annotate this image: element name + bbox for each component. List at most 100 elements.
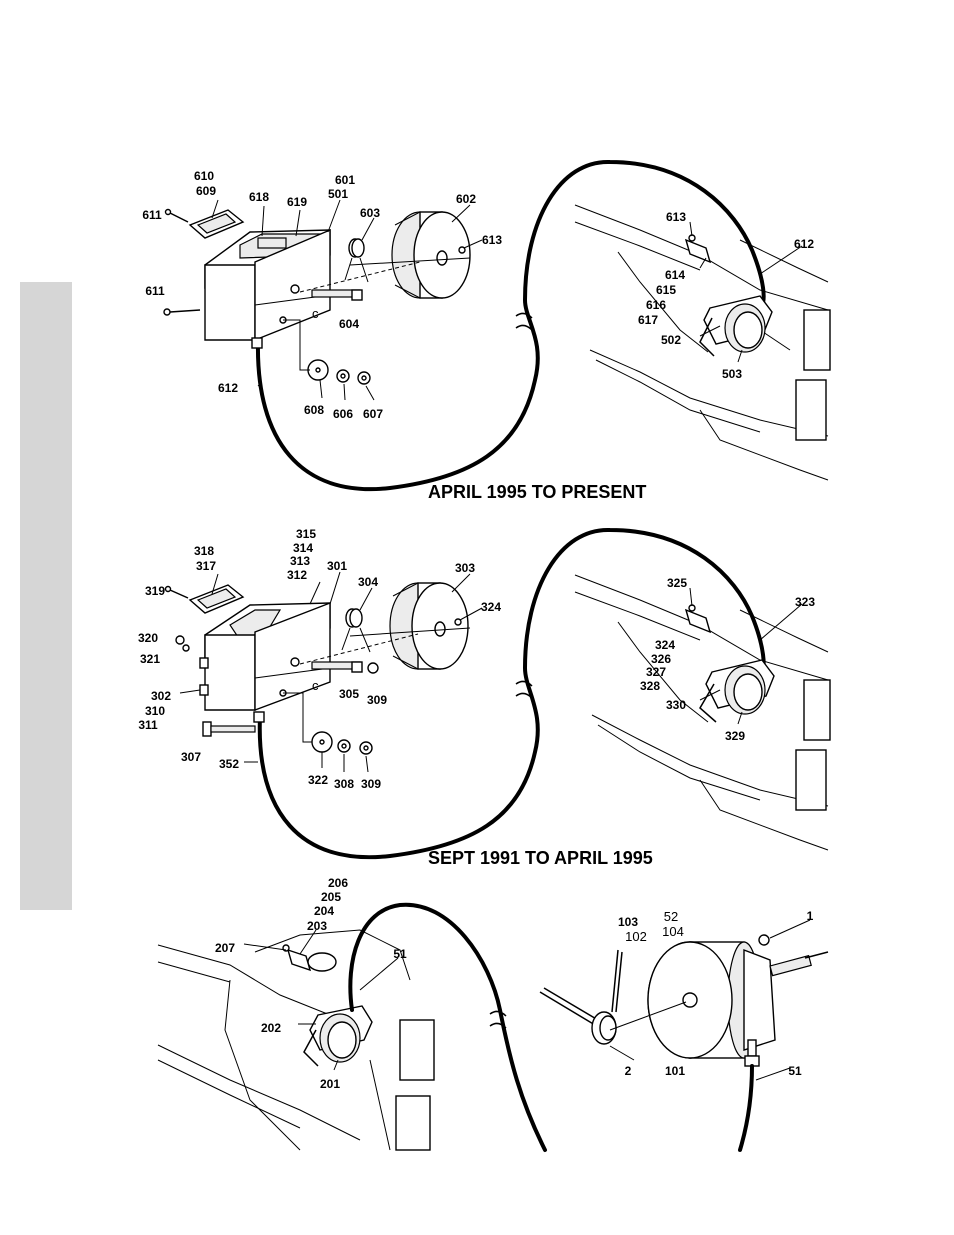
callout-321: 321	[140, 652, 160, 666]
callout-327: 327	[646, 665, 666, 679]
cable-612	[255, 159, 766, 492]
callout-328: 328	[640, 679, 660, 693]
sensor-201	[303, 1005, 373, 1067]
callout-305: 305	[339, 687, 359, 701]
callout-611: 611	[142, 208, 162, 222]
callout-501: 501	[328, 187, 348, 201]
callout-202: 202	[261, 1021, 281, 1035]
callout-102: 102	[625, 929, 647, 944]
callout-302: 302	[151, 689, 171, 703]
callout-323: 323	[795, 595, 815, 609]
callout-602: 602	[456, 192, 476, 206]
callout-617: 617	[638, 313, 658, 327]
callout-325: 325	[667, 576, 687, 590]
sensor-503	[699, 295, 773, 357]
nut-606	[336, 369, 350, 383]
screw-611-side	[163, 308, 201, 316]
machine-frame-right-2	[574, 574, 831, 851]
callout-607: 607	[363, 407, 383, 421]
callout-310: 310	[145, 704, 165, 718]
callout-608: 608	[304, 403, 324, 417]
screw-611-top	[164, 208, 189, 223]
callout-330: 330	[666, 698, 686, 712]
callout-503: 503	[722, 367, 742, 381]
callout-614: 614	[665, 268, 685, 282]
callout-315: 315	[296, 527, 316, 541]
callout-104: 104	[662, 924, 684, 939]
screw-320	[175, 635, 190, 652]
callout-311: 311	[138, 718, 158, 732]
section-earlier-drawing	[157, 902, 829, 1152]
bezel-609	[188, 209, 245, 239]
callout-301: 301	[327, 559, 347, 573]
callout-352: 352	[219, 757, 239, 771]
gauge-housing-301: c	[199, 601, 331, 712]
section-title-sept-1991: SEPT 1991 TO APRIL 1995	[428, 848, 653, 868]
clamp-204	[282, 944, 312, 972]
callout-612: 612	[794, 237, 814, 251]
break-mark	[489, 1022, 507, 1029]
cable-352	[257, 527, 766, 860]
section-sept-1991-drawing: c	[164, 527, 831, 860]
callout-609: 609	[196, 184, 216, 198]
callout-610: 610	[194, 169, 214, 183]
callout-320: 320	[138, 631, 158, 645]
svg-text:c: c	[312, 306, 319, 321]
callout-618: 618	[249, 190, 269, 204]
callout-616: 616	[646, 298, 666, 312]
callout-613: 613	[482, 233, 502, 247]
callout-51: 51	[788, 1064, 802, 1078]
callout-603: 603	[360, 206, 380, 220]
callout-314: 314	[293, 541, 313, 555]
callout-307: 307	[181, 750, 201, 764]
callout-103: 103	[618, 915, 638, 929]
drum-602	[349, 211, 471, 299]
callout-329: 329	[725, 729, 745, 743]
callout-319: 319	[145, 584, 165, 598]
break-mark	[489, 1010, 507, 1017]
sensor-329	[699, 659, 775, 723]
spring-2	[539, 949, 623, 1045]
callout-204: 204	[314, 904, 334, 918]
callout-201: 201	[320, 1077, 340, 1091]
nut-607	[357, 371, 371, 385]
section-april-1995-drawing: c	[163, 159, 831, 492]
drum-101	[609, 941, 761, 1059]
callout-324: 324	[481, 600, 501, 614]
break-mark	[515, 312, 533, 319]
callout-611: 611	[145, 284, 165, 298]
page-edge-tab	[20, 282, 72, 910]
spring-603	[344, 238, 369, 283]
callout-324: 324	[655, 638, 675, 652]
callout-317: 317	[196, 559, 216, 573]
spring-304	[341, 608, 371, 653]
callout-2: 2	[625, 1064, 632, 1078]
nut-309-top	[367, 662, 379, 674]
washer-608	[307, 359, 329, 381]
housing-52	[743, 948, 829, 1051]
callout-308: 308	[334, 777, 354, 791]
gauge-housing-601: c	[204, 228, 331, 342]
cable-51-right	[738, 1064, 754, 1152]
callout-601: 601	[335, 173, 355, 187]
callout-502: 502	[661, 333, 681, 347]
callout-606: 606	[333, 407, 353, 421]
svg-text:c: c	[312, 678, 319, 693]
drum-303	[349, 582, 471, 670]
callout-207: 207	[215, 941, 235, 955]
nut-308	[337, 739, 351, 753]
callout-1: 1	[807, 909, 814, 923]
clamp-614	[684, 234, 712, 264]
section-title-april-1995: APRIL 1995 TO PRESENT	[428, 482, 646, 502]
machine-frame-left-3	[157, 929, 435, 1151]
callout-51: 51	[393, 947, 407, 961]
section-titles: APRIL 1995 TO PRESENT SEPT 1991 TO APRIL…	[428, 482, 653, 868]
callout-322: 322	[308, 773, 328, 787]
break-mark	[515, 324, 533, 331]
callout-203: 203	[307, 919, 327, 933]
break-mark	[515, 680, 533, 687]
callout-312: 312	[287, 568, 307, 582]
bezel-317	[188, 584, 245, 614]
